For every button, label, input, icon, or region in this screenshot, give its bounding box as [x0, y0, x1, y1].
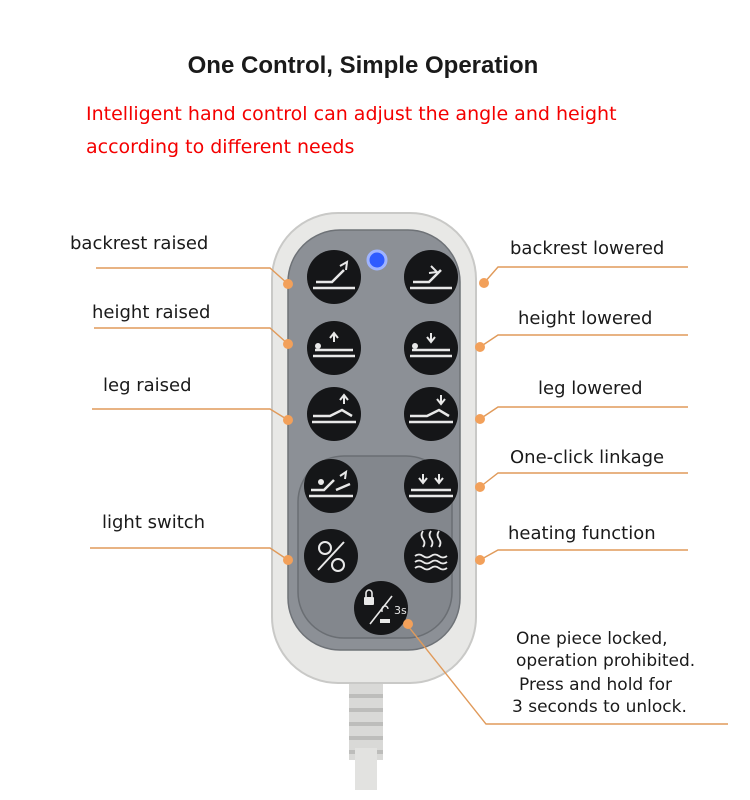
label-one-click-linkage: One-click linkage [510, 447, 665, 468]
height-down-button[interactable] [404, 321, 458, 375]
leader-lines [90, 266, 728, 725]
label-light-switch: light switch [102, 512, 206, 533]
one-click-linkage-up-button[interactable] [304, 459, 358, 513]
label-height-lowered: height lowered [518, 308, 653, 329]
height-up-button[interactable] [307, 321, 361, 375]
lock-note: One piece locked, operation prohibited. … [512, 628, 696, 718]
one-click-linkage-down-button[interactable] [404, 459, 458, 513]
subtitle-line-1: Intelligent hand control can adjust the … [86, 103, 617, 125]
backrest-down-button[interactable] [404, 250, 458, 304]
leader-dots [283, 278, 489, 629]
label-backrest-lowered: backrest lowered [510, 238, 665, 259]
lock-note-line-3: Press and hold for [519, 675, 672, 695]
page-title: One Control, Simple Operation [187, 52, 539, 79]
heating-function-button[interactable] [404, 529, 458, 583]
label-height-raised: height raised [92, 302, 211, 323]
leg-down-button[interactable] [404, 387, 458, 441]
lock-key-3s-text: 3s [394, 604, 407, 617]
power-indicator-light [366, 249, 388, 271]
label-leg-raised: leg raised [103, 375, 192, 396]
label-leg-lowered: leg lowered [538, 378, 643, 399]
backrest-up-button[interactable] [307, 250, 361, 304]
leg-up-button[interactable] [307, 387, 361, 441]
light-switch-button[interactable] [304, 529, 358, 583]
page-subtitle: Intelligent hand control can adjust the … [86, 98, 726, 164]
lock-note-line-4: 3 seconds to unlock. [512, 697, 687, 717]
subtitle-line-2: according to different needs [86, 136, 355, 158]
lock-button[interactable]: 3s [354, 581, 408, 635]
lock-note-line-1: One piece locked, [516, 629, 668, 649]
label-heating-function: heating function [508, 523, 656, 544]
label-backrest-raised: backrest raised [70, 233, 209, 254]
lock-note-line-2: operation prohibited. [516, 651, 696, 671]
